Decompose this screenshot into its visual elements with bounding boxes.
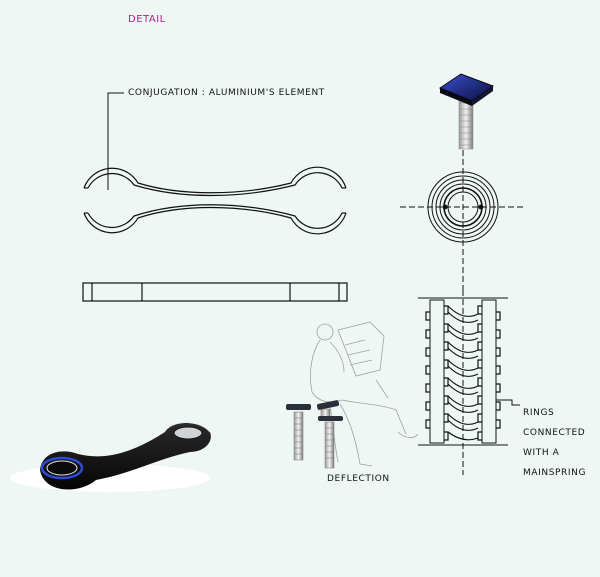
rings-label-line-4: MAINSPRING	[523, 468, 587, 478]
ring-section-view	[400, 150, 525, 290]
ring-stack-section	[418, 290, 520, 475]
element-render	[10, 422, 211, 492]
rings-label: RINGS CONNECTED WITH A MAINSPRING	[523, 398, 586, 488]
conjugation-leader	[107, 92, 124, 190]
rings-label-line-2: CONNECTED	[523, 428, 586, 438]
rings-label-line-1: RINGS	[523, 408, 555, 418]
page-title: DETAIL	[128, 14, 166, 25]
pin-render	[438, 73, 495, 150]
rings-label-line-3: WITH A	[523, 448, 560, 458]
element-side-view	[82, 282, 348, 302]
deflection-label: DEFLECTION	[327, 474, 390, 484]
conjugation-label: CONJUGATION : ALUMINIUM'S ELEMENT	[128, 88, 325, 98]
element-top-view	[83, 166, 347, 235]
deflection-pins	[286, 400, 343, 469]
